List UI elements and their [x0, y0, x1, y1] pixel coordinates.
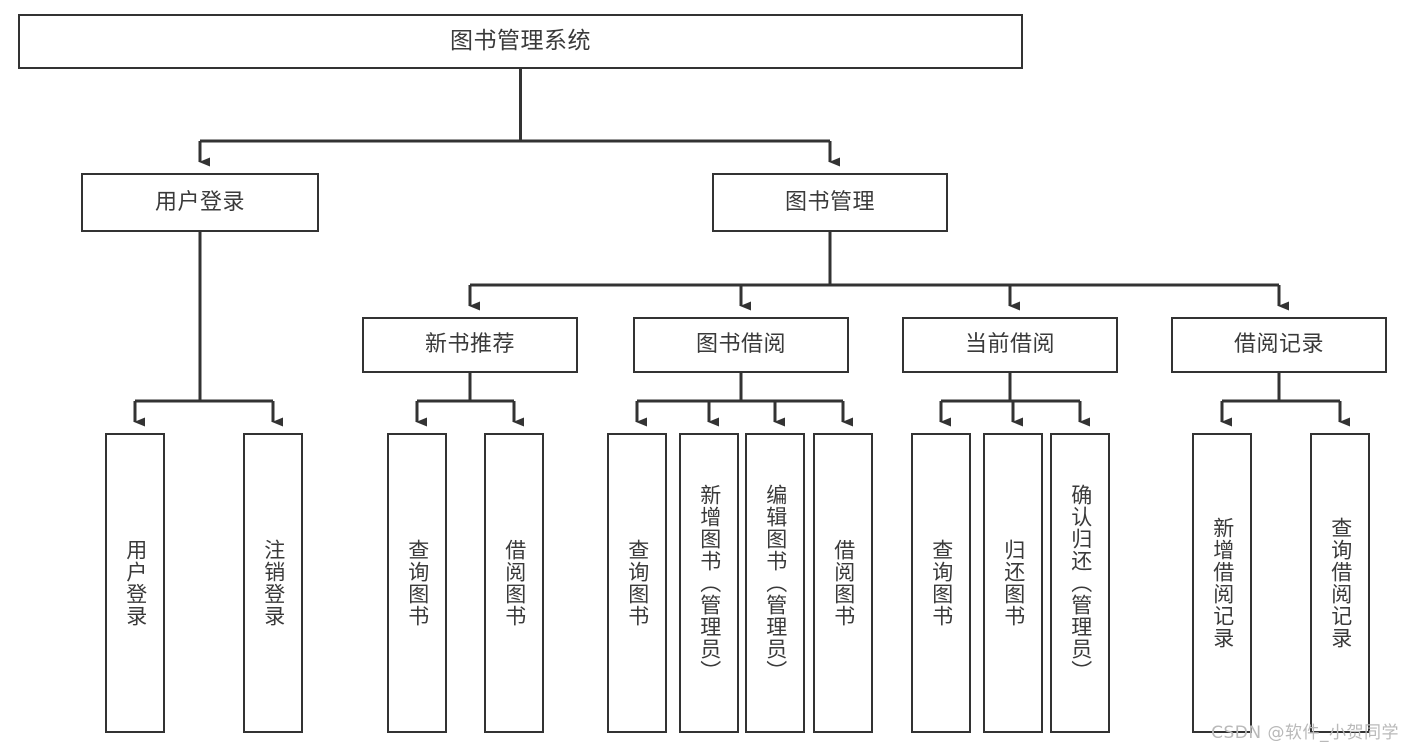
node-label: 注销登录 — [261, 539, 286, 627]
node-l2b[interactable]: 图书借阅 — [633, 317, 849, 373]
node-label: 图书管理 — [784, 189, 875, 215]
node-label: 新增借阅记录 — [1210, 517, 1235, 649]
node-label: 查询图书 — [929, 539, 954, 627]
node-leaf-c4[interactable]: 借阅图书 — [813, 433, 873, 733]
node-l1b[interactable]: 图书管理 — [712, 173, 948, 232]
node-label: 当前借阅 — [964, 332, 1055, 358]
node-label: 查询图书 — [625, 539, 650, 627]
node-label: 借阅图书 — [831, 539, 856, 627]
node-l2a[interactable]: 新书推荐 — [362, 317, 578, 373]
node-leaf-b2[interactable]: 借阅图书 — [484, 433, 544, 733]
node-label: 用户登录 — [154, 189, 245, 215]
node-leaf-c3[interactable]: 编辑图书（管理员） — [745, 433, 805, 733]
node-l2d[interactable]: 借阅记录 — [1171, 317, 1387, 373]
node-label: 用户登录 — [123, 539, 148, 627]
node-leaf-b1[interactable]: 查询图书 — [387, 433, 447, 733]
node-leaf-d1[interactable]: 查询图书 — [911, 433, 971, 733]
node-leaf-a2[interactable]: 注销登录 — [243, 433, 303, 733]
node-label: 归还图书 — [1001, 539, 1026, 627]
node-leaf-c2[interactable]: 新增图书（管理员） — [679, 433, 739, 733]
node-label: 借阅记录 — [1233, 332, 1324, 358]
node-label: 图书管理系统 — [450, 28, 591, 55]
node-label: 查询借阅记录 — [1328, 517, 1353, 649]
node-label: 新书推荐 — [424, 332, 515, 358]
node-label: 查询图书 — [405, 539, 430, 627]
node-leaf-d3[interactable]: 确认归还（管理员） — [1050, 433, 1110, 733]
node-label: 编辑图书（管理员） — [763, 484, 788, 682]
watermark-text: CSDN @软件_小贺同学 — [1211, 723, 1399, 743]
node-leaf-d2[interactable]: 归还图书 — [983, 433, 1043, 733]
node-root[interactable]: 图书管理系统 — [18, 14, 1023, 69]
node-leaf-a1[interactable]: 用户登录 — [105, 433, 165, 733]
node-leaf-c1[interactable]: 查询图书 — [607, 433, 667, 733]
node-leaf-e2[interactable]: 查询借阅记录 — [1310, 433, 1370, 733]
node-label: 图书借阅 — [695, 332, 786, 358]
node-label: 借阅图书 — [502, 539, 527, 627]
node-l1a[interactable]: 用户登录 — [81, 173, 319, 232]
node-label: 新增图书（管理员） — [697, 484, 722, 682]
node-leaf-e1[interactable]: 新增借阅记录 — [1192, 433, 1252, 733]
node-label: 确认归还（管理员） — [1068, 484, 1093, 682]
node-l2c[interactable]: 当前借阅 — [902, 317, 1118, 373]
connector-group — [133, 69, 1350, 427]
